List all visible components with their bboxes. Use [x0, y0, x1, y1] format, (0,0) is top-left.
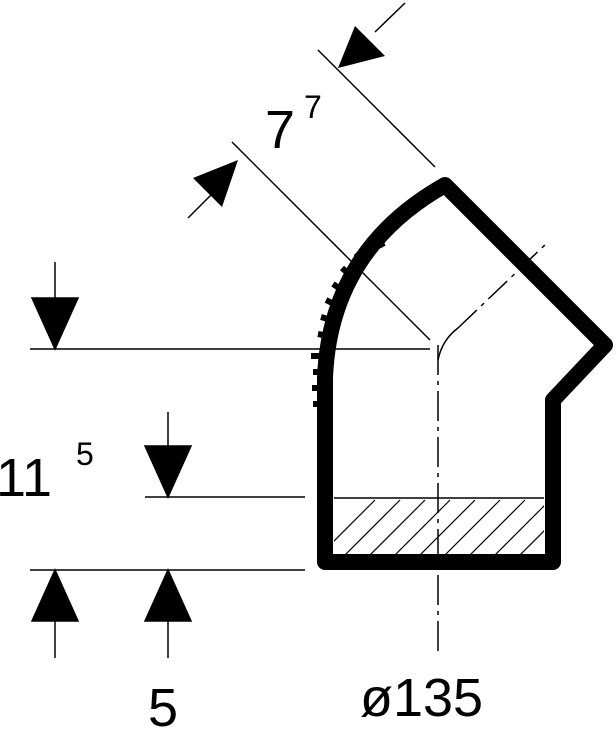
- dimension-lines: [30, 2, 436, 571]
- socket-hatching: [334, 499, 544, 560]
- height-arrows: [30, 262, 193, 499]
- diameter-label: ø135: [360, 668, 483, 728]
- socket-depth-label: 5: [148, 678, 178, 734]
- offset-arrows: [193, 26, 385, 207]
- seal-ticks: [311, 236, 386, 407]
- height-dimension-label: 11: [0, 448, 52, 508]
- height-dimension-superscript: 5: [76, 436, 94, 472]
- depth-arrows: [30, 568, 193, 658]
- pipe-outline: [317, 177, 613, 570]
- center-line: [437, 241, 549, 655]
- offset-dimension-label: 7: [265, 100, 295, 160]
- offset-dimension-superscript: 7: [304, 89, 322, 125]
